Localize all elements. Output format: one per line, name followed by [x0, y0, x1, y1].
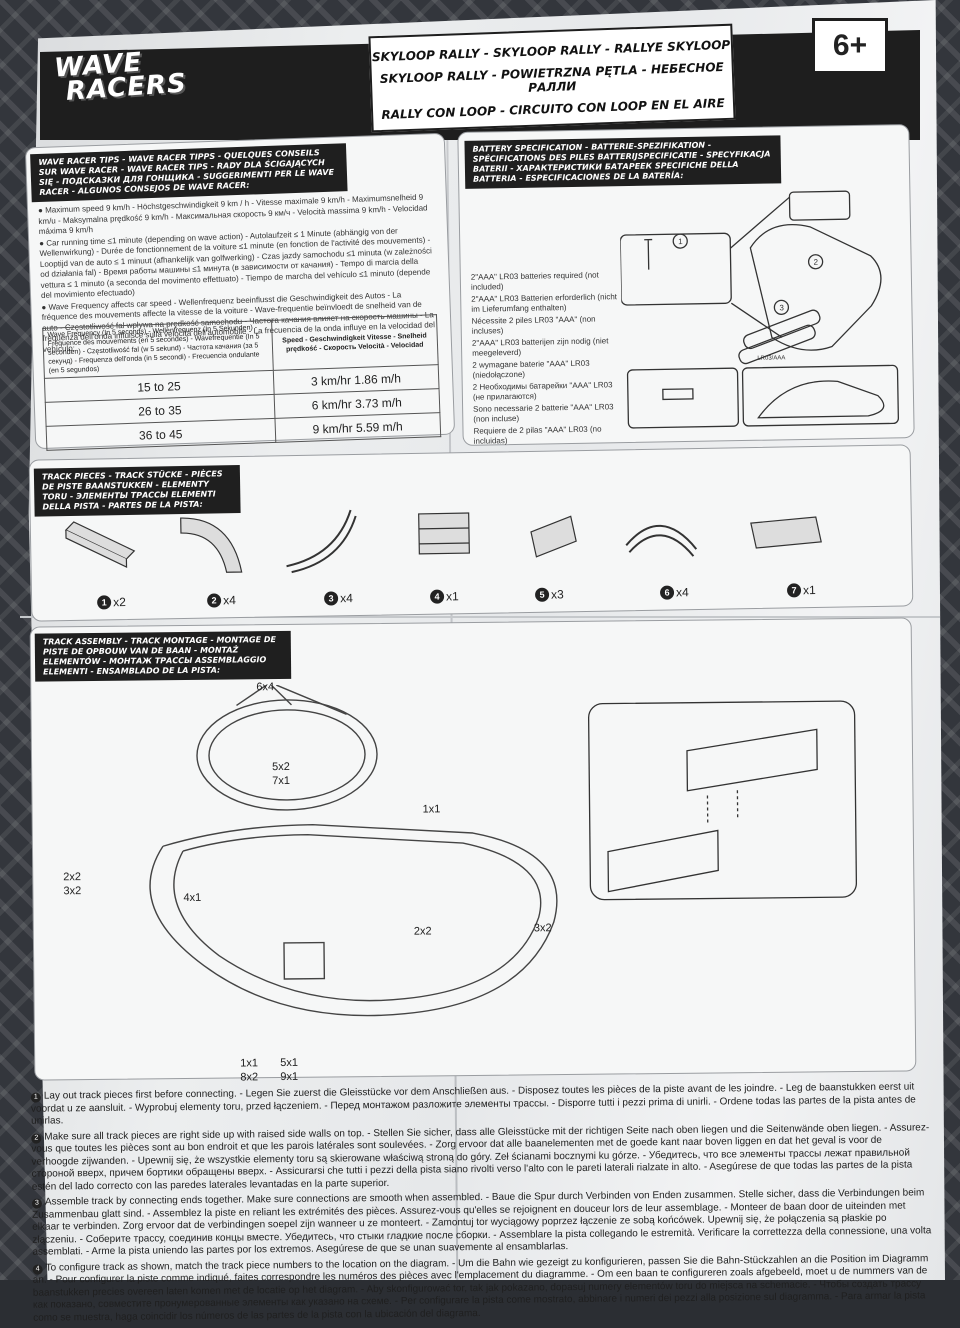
battery-line: Nécessite 2 piles LR03 "AAA" (non inclus… [472, 314, 622, 337]
battery-line: 2"AAA" LR03 batteries required (not incl… [471, 270, 621, 293]
age-badge: 6+ [812, 18, 888, 74]
battery-line: 2"AAA" LR03 Batterien erforderlich (nich… [471, 292, 621, 315]
callout-piece-1b: 1x1 [240, 1057, 258, 1069]
power-switch-icon [663, 389, 693, 400]
callout-piece-9: 9x1 [280, 1071, 298, 1083]
battery-line: Sono necessarie 2 batterie "AAA" LR03 (n… [473, 402, 623, 425]
callout-piece-4: 4x1 [183, 892, 201, 904]
battery-line: 2 wymagane baterie "AAA" LR03 (niedołącz… [472, 358, 622, 381]
track-outer-edge [149, 822, 558, 1018]
callout-piece-5: 5x2 [272, 761, 290, 773]
track-inner-edge [173, 832, 541, 1002]
svg-text:3: 3 [779, 303, 784, 312]
zoom-inset [620, 233, 731, 305]
battery-requirements: 2"AAA" LR03 batteries required (not incl… [471, 270, 624, 449]
loop-inner [209, 709, 366, 801]
battery-panel: BATTERY SPECIFICATION - BATTERIE-SPEZIFI… [457, 124, 914, 446]
svg-text:1: 1 [678, 237, 683, 246]
callout-piece-8: 8x2 [240, 1071, 258, 1083]
callout-piece-3: 3x2 [63, 885, 81, 897]
loop-outer [196, 699, 377, 811]
track-piece-4-gate [410, 503, 491, 574]
battery-install-illustration: 1 2 3 LR03/AAA [619, 185, 903, 430]
title-line-2: SKYLOOP RALLY - POWIETRZNA PĘTLA - НЕБЕС… [372, 60, 733, 101]
track-layout-diagram [101, 682, 585, 1067]
battery-line: 2"AAA" LR03 batterijen zijn nodig (niet … [472, 336, 622, 359]
screwdriver-icon [644, 240, 653, 270]
battery-door [789, 191, 849, 220]
callout-piece-2: 2x2 [63, 871, 81, 883]
brand-logo: WAVE RACERS [53, 47, 187, 104]
callout-piece-2b: 2x2 [414, 925, 432, 937]
track-piece-3-curve-rail [281, 505, 362, 576]
speed-table: Wave Frequency (In 5 seconds) - Wellenfr… [42, 314, 441, 451]
track-assembly-title: TRACK ASSEMBLY - TRACK MONTAGE - MONTAGE… [35, 631, 291, 682]
callout-piece-7: 7x1 [272, 775, 290, 787]
svg-text:2: 2 [814, 258, 819, 267]
battery-line: Requiere de 2 pilas "AAA" LR03 (no inclu… [473, 424, 623, 447]
brand-line-2: RACERS [65, 71, 187, 103]
title-line-3: RALLY CON LOOP - CIRCUITO CON LOOP EN EL… [373, 96, 733, 123]
callout-piece-1: 1x1 [423, 803, 441, 815]
track-assembly-panel: TRACK ASSEMBLY - TRACK MONTAGE - MONTAGE… [30, 617, 917, 1080]
tips-title: WAVE RACER TIPS - WAVE RACER TIPPS - QUE… [30, 143, 347, 202]
track-piece-7-base-plate [745, 497, 826, 568]
callout-piece-5b: 5x1 [280, 1057, 298, 1069]
track-piece-5-connector [520, 501, 601, 572]
battery-title: BATTERY SPECIFICATION - BATTERIE-SPEZIFI… [464, 135, 781, 189]
product-title-box: SKYLOOP RALLY - SKYLOOP RALLY - RALLYE S… [368, 24, 735, 133]
car-body [750, 223, 882, 351]
callout-piece-3b: 3x2 [534, 922, 552, 934]
track-connection-detail [586, 699, 858, 902]
track-pieces-panel: TRACK PIECES - TRACK STÜCKE - PIÈCES DE … [29, 444, 914, 621]
battery-size-label: LR03/AAA [757, 355, 785, 361]
switch-inset [627, 368, 738, 428]
gate-piece [284, 943, 324, 979]
track-piece-2-curve-walled [171, 507, 252, 578]
track-piece-1-straight [61, 509, 142, 580]
title-line-1: SKYLOOP RALLY - SKYLOOP RALLY - RALLYE S… [371, 38, 731, 65]
table-header-speed: Speed - Geschwindigkeit Vitesse - Snelhe… [271, 315, 438, 371]
speed-cell: 9 km/hr 5.59 m/h [274, 413, 440, 443]
tips-panel: WAVE RACER TIPS - WAVE RACER TIPPS - QUE… [25, 133, 455, 449]
battery-line: 2 Необходимы батарейки "AAA" LR03 (не пр… [473, 380, 623, 403]
callout-piece-6: 6x4 [256, 681, 274, 693]
table-header-frequency: Wave Frequency (In 5 seconds) - Wellenfr… [43, 320, 273, 378]
track-piece-6-arc [620, 499, 701, 570]
